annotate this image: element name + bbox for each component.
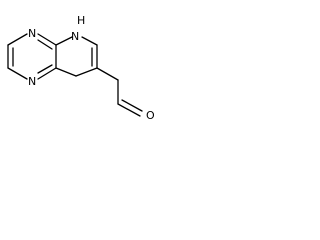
atom-label-n-top: N [28, 27, 36, 40]
bond-n7-c7a [37, 67, 57, 80]
bond-n1-c2 [81, 36, 98, 46]
bond-c3-c7a [75, 67, 98, 77]
bond-c-o [117, 103, 141, 117]
bond-c-o-double [121, 99, 143, 112]
bond-c3a-n4 [37, 33, 57, 46]
molecule-drawing: N N H N O [7, 14, 155, 122]
atom-label-n-bottom: N [28, 75, 36, 88]
bond-c6-n7 [7, 67, 28, 80]
bond-c3-cho [96, 67, 119, 81]
atom-label-n-pyrrole: N [71, 30, 79, 43]
bond-c3-c7a-b [55, 67, 77, 77]
bond-c3a-n4-inner [37, 39, 53, 50]
structure-diagram: N N H N O [0, 0, 172, 138]
bond-n4-c5 [7, 33, 28, 46]
atom-label-o: O [146, 109, 155, 122]
bond-c3a-n1 [55, 36, 73, 46]
atom-label-h: H [77, 14, 85, 27]
bond-n7-c7a-inner [37, 64, 53, 74]
